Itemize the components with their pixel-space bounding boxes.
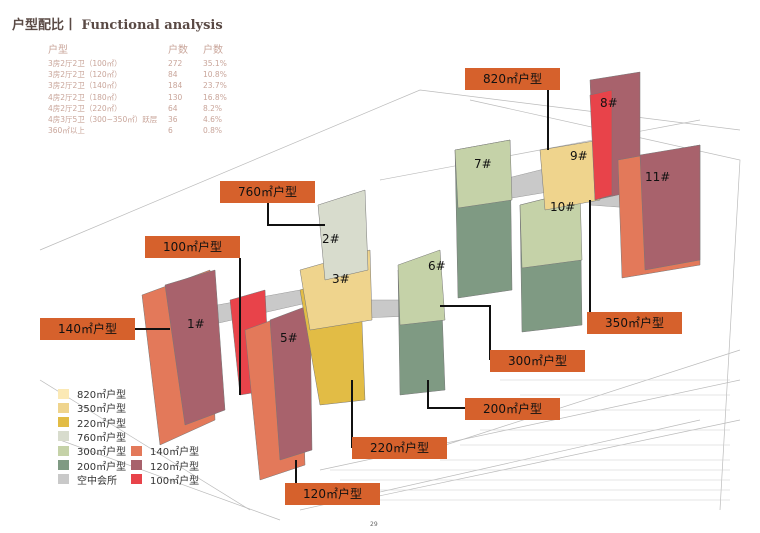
table-cell: 6	[168, 126, 173, 136]
buildings	[141, 71, 701, 481]
table-cell: 3房2厅2卫（100㎡）	[48, 59, 122, 68]
table-row: 3房2厅2卫（100㎡） 272 35.1%	[48, 58, 243, 69]
legend-swatch	[131, 445, 142, 456]
legend-item: 350㎡户型	[58, 400, 126, 415]
col-header: 户型	[48, 45, 68, 56]
table-cell: 3房2厅2卫（120㎡）	[48, 70, 122, 80]
leader-lines	[135, 90, 591, 494]
table-cell: 4.6%	[203, 115, 223, 125]
table-cell: 4房2厅2卫（180㎡）	[48, 92, 122, 102]
table-row: 3房2厅2卫（120㎡） 84 10.8%	[48, 69, 243, 80]
unit-type-callout: 120㎡户型	[285, 483, 380, 505]
building-number: 8#	[600, 96, 618, 110]
page-title: 户型配比丨 Functional analysis	[12, 18, 223, 33]
legend-swatch	[58, 460, 69, 470]
building-number: 11#	[645, 170, 671, 184]
unit-type-callout: 820㎡户型	[465, 68, 560, 90]
legend-item: 200㎡户型	[58, 458, 126, 473]
legend-item: 100㎡户型	[131, 472, 199, 487]
table-cell: 184	[168, 81, 183, 91]
building-number: 1#	[187, 317, 205, 331]
unit-type-callout: 140㎡户型	[40, 318, 135, 340]
table-row: 360㎡以上 6 0.8%	[48, 125, 243, 136]
table-header: 户型 户数 户数	[48, 44, 243, 58]
legend-label: 760㎡户型	[77, 432, 127, 444]
unit-type-callout: 220㎡户型	[352, 437, 447, 459]
legend-label: 820㎡户型	[77, 390, 127, 401]
table-cell: 272	[168, 59, 183, 68]
table-cell: 4房2厅2卫（220㎡）	[48, 103, 122, 113]
table-row: 4房2厅2卫（220㎡） 64 8.2%	[48, 103, 243, 114]
legend-item: 140㎡户型	[131, 443, 199, 458]
table-cell: 36	[168, 115, 178, 125]
table-row: 3房2厅2卫（140㎡） 184 23.7%	[48, 80, 243, 91]
building-number: 5#	[280, 331, 298, 345]
legend-swatch	[58, 431, 69, 442]
table-cell: 23.7%	[203, 81, 227, 91]
unit-type-callout: 760㎡户型	[220, 181, 315, 203]
legend-item: 760㎡户型	[58, 429, 126, 444]
table-cell: 4房3厅5卫（300~350㎡）跃层	[48, 115, 158, 125]
legend-label: 220㎡户型	[77, 418, 127, 430]
building-number: 3#	[332, 272, 350, 286]
unit-type-callout: 100㎡户型	[145, 236, 240, 258]
legend-label: 200㎡户型	[77, 461, 127, 473]
table-row: 4房2厅2卫（180㎡） 130 16.8%	[48, 92, 243, 103]
table-cell: 16.8%	[203, 92, 227, 102]
legend-label: 120㎡户型	[150, 461, 200, 473]
table-cell: 3房2厅2卫（140㎡）	[48, 81, 122, 91]
legend-swatch	[131, 460, 142, 470]
building-number: 6#	[428, 259, 446, 273]
legend-label: 350㎡户型	[77, 404, 127, 416]
table-cell: 35.1%	[203, 59, 227, 68]
table-cell: 64	[168, 103, 178, 113]
col-header: 户数	[203, 45, 223, 56]
building-number: 7#	[474, 157, 492, 171]
legend-item: 220㎡户型	[58, 415, 126, 430]
legend-swatch	[58, 474, 69, 485]
col-header: 户数	[168, 45, 188, 56]
unit-type-callout: 300㎡户型	[490, 350, 585, 372]
building-number: 9#	[570, 149, 588, 163]
table-cell: 0.8%	[203, 126, 223, 136]
legend-swatch	[58, 402, 69, 413]
unit-type-callout: 200㎡户型	[465, 398, 560, 420]
table-cell: 360㎡以上	[48, 126, 85, 136]
table-cell: 130	[168, 92, 183, 102]
legend-label: 300㎡户型	[77, 447, 127, 459]
parking-grid	[330, 379, 730, 501]
table-cell: 10.8%	[203, 70, 227, 80]
legend-label: 100㎡户型	[150, 475, 200, 487]
page-number: 29	[370, 521, 378, 528]
legend-label: 空中会所	[77, 475, 117, 487]
legend-swatch	[131, 474, 142, 485]
building-number: 2#	[322, 232, 340, 246]
table-cell: 84	[168, 70, 178, 80]
legend-swatch	[58, 388, 69, 399]
legend-swatch	[58, 445, 69, 456]
legend-item: 空中会所	[58, 472, 117, 487]
table-cell: 8.2%	[203, 103, 223, 113]
legend-item: 300㎡户型	[58, 443, 126, 458]
building-number: 10#	[550, 200, 576, 214]
unit-type-callout: 350㎡户型	[587, 312, 682, 334]
legend-label: 140㎡户型	[150, 447, 200, 459]
legend-swatch	[58, 417, 69, 428]
legend-item: 820㎡户型	[58, 386, 126, 401]
legend-item: 120㎡户型	[131, 458, 199, 473]
table-row: 4房3厅5卫（300~350㎡）跃层 36 4.6%	[48, 114, 243, 125]
